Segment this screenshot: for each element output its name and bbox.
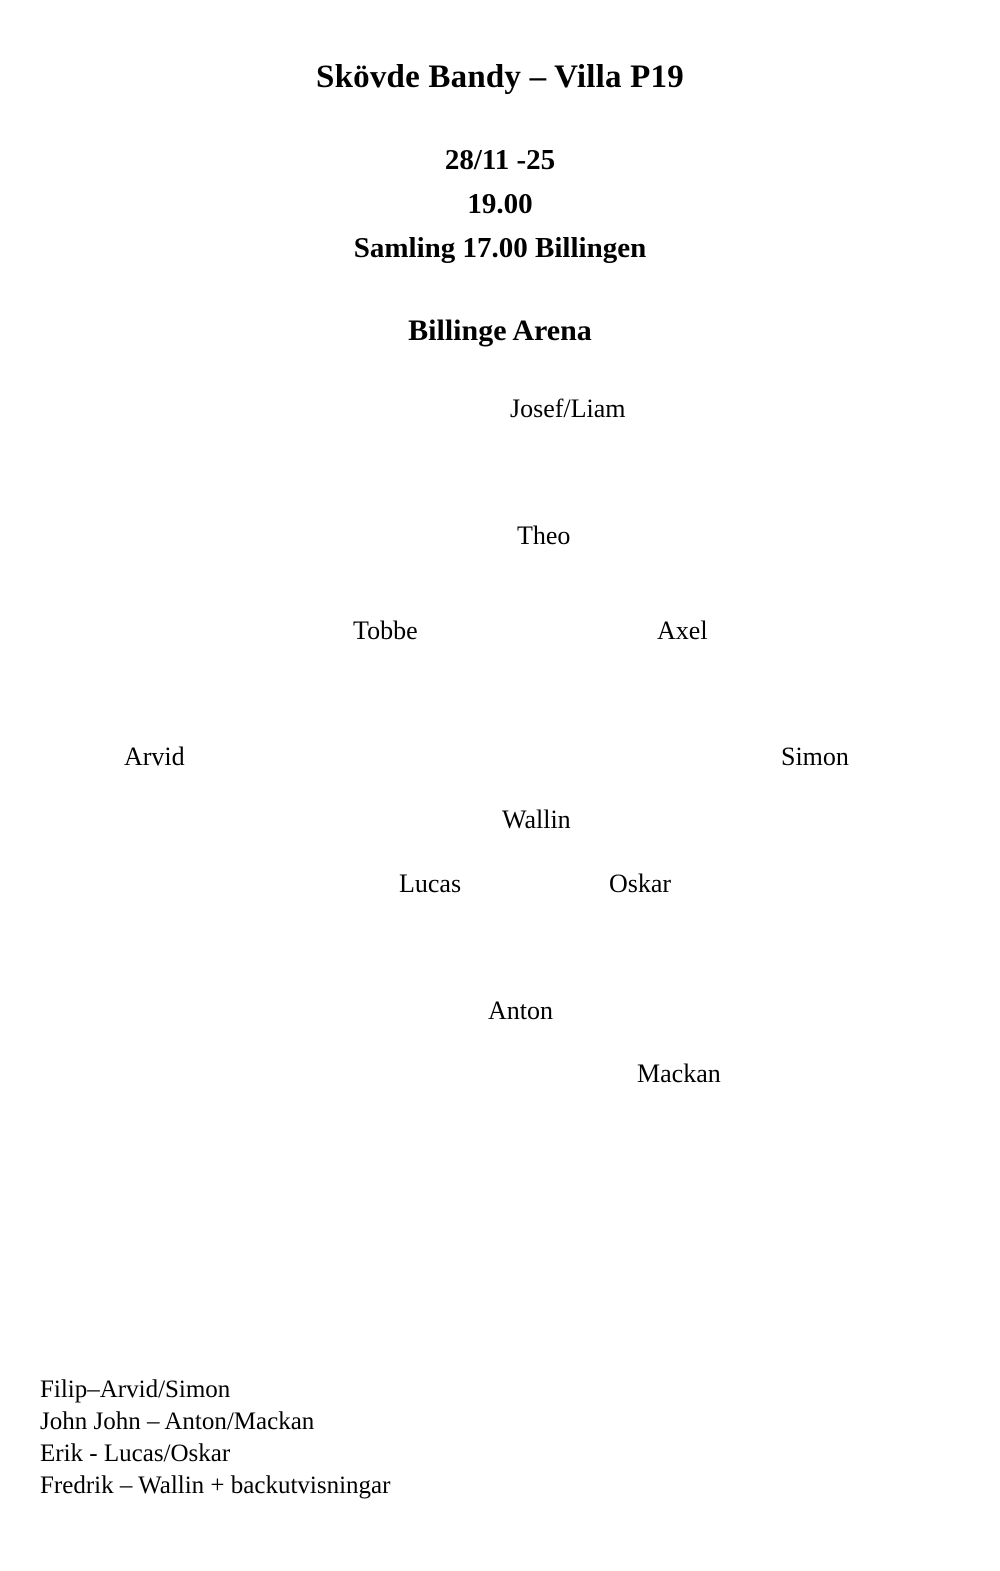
- player-right-wing: Simon: [781, 742, 849, 771]
- page-title: Skövde Bandy – Villa P19: [316, 59, 684, 95]
- gathering-info: Samling 17.00 Billingen: [353, 231, 647, 264]
- player-center-forward: Theo: [517, 521, 571, 550]
- player-goalkeepers: Josef/Liam: [510, 394, 626, 423]
- player-right-forward: Axel: [657, 616, 708, 645]
- document-header: Skövde Bandy – Villa P19 28/11 -25 19.00…: [0, 0, 1000, 348]
- note-line: Erik - Lucas/Oskar: [40, 1440, 231, 1467]
- match-date: 28/11 -25: [444, 143, 556, 176]
- note-line: John John – Anton/Mackan: [40, 1408, 315, 1435]
- match-time: 19.00: [467, 187, 533, 220]
- player-left-forward: Tobbe: [353, 616, 418, 645]
- match-datetime-block: 28/11 -25 19.00 Samling 17.00 Billingen: [0, 138, 1000, 270]
- player-left-wing: Arvid: [124, 742, 185, 771]
- note-line: Filip–Arvid/Simon: [40, 1376, 231, 1403]
- player-left-half: Lucas: [399, 869, 462, 898]
- player-center-half: Wallin: [502, 805, 571, 834]
- venue-name: Billinge Arena: [408, 313, 592, 347]
- player-right-back: Mackan: [637, 1059, 721, 1088]
- player-right-half: Oskar: [609, 869, 672, 898]
- player-left-back: Anton: [488, 996, 553, 1025]
- note-line: Fredrik – Wallin + backutvisningar: [40, 1472, 391, 1499]
